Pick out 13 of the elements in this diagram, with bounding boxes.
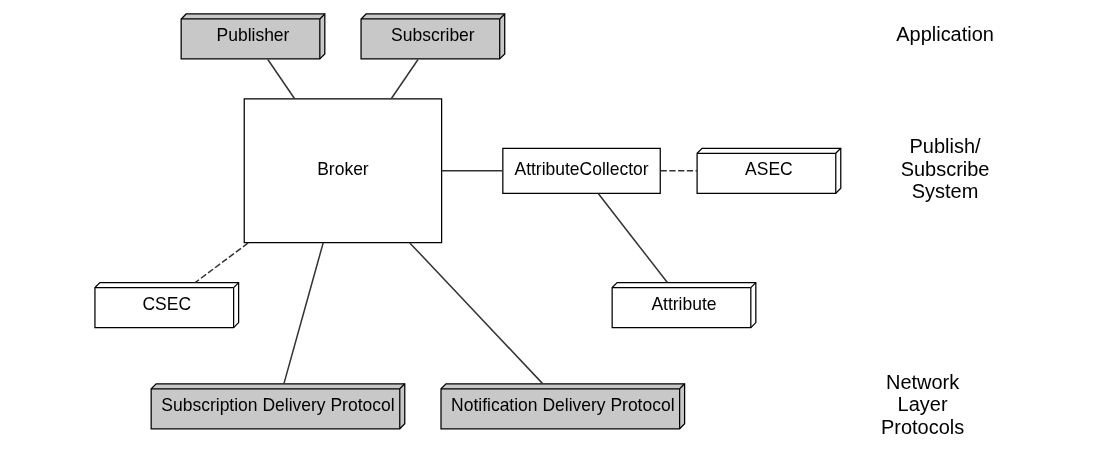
connector [390, 58, 419, 99]
connector [659, 169, 698, 172]
node-box: AttributeCollector [501, 147, 661, 194]
label: Network Layer Protocols [880, 370, 964, 438]
node-box: Broker [243, 97, 442, 243]
connector [408, 241, 543, 384]
connector [194, 241, 249, 283]
label: Application [895, 22, 994, 45]
connector [597, 192, 668, 283]
connector [440, 169, 503, 172]
connector [266, 58, 295, 99]
label: Publish/ Subscribe System [900, 134, 989, 202]
connector [282, 241, 324, 384]
